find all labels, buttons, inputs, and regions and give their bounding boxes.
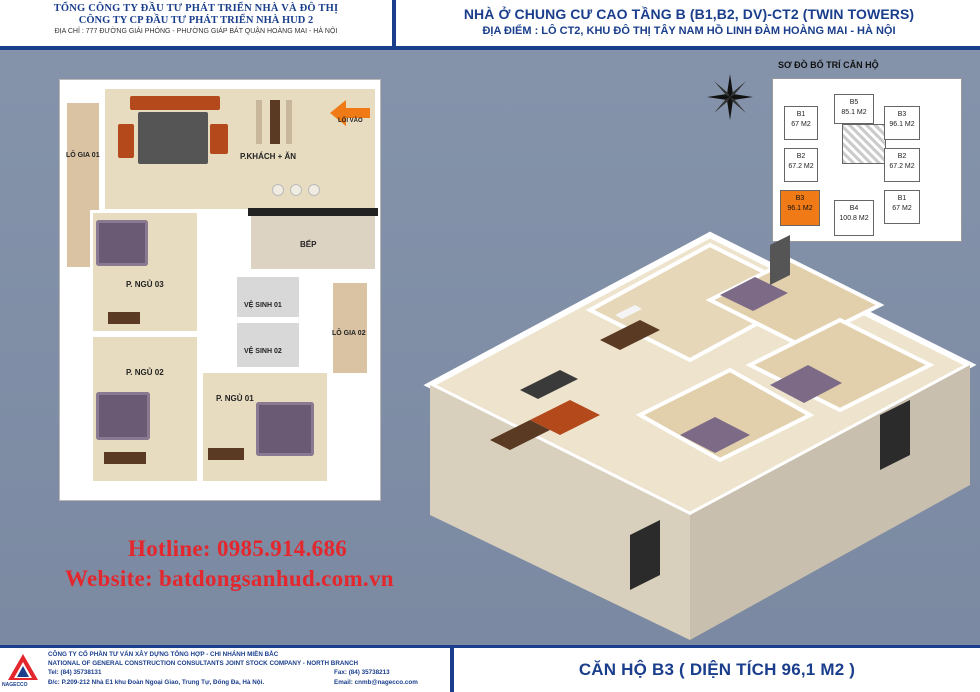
desk-02 [104,452,146,464]
unit-b3-selected: B3 96.1 M2 [780,190,820,226]
header: TỔNG CÔNG TY ĐẦU TƯ PHÁT TRIỂN NHÀ VÀ ĐÔ… [0,0,980,46]
dining-chairs-left [256,100,262,144]
room-lo-gia-02 [330,280,370,376]
unit-map-title: SƠ ĐỒ BỐ TRÍ CĂN HỘ [778,60,879,70]
unit-title: CĂN HỘ B3 ( DIỆN TÍCH 96,1 M2 ) [578,660,856,679]
footer-bar [0,645,980,648]
unit-code: B3 [897,111,907,118]
logo-caption: NAGECCO [2,682,28,688]
label-lo-gia-02: LÔ GIA 02 [332,330,366,337]
consultant-tel: Tel: (84) 35738131 [48,669,102,676]
unit-b5: B5 85.1 M2 [834,94,874,124]
label-ngu-01: P. NGỦ 01 [216,394,254,403]
consultant-fax: Fax: (84) 35738213 [334,669,390,676]
unit-title-block: CĂN HỘ B3 ( DIỆN TÍCH 96,1 M2 ) [454,648,980,692]
label-ve-sinh-01: VỆ SINH 01 [244,302,282,309]
label-ngu-02: P. NGỦ 02 [126,368,164,377]
project-title: NHÀ Ở CHUNG CƯ CAO TẦNG B (B1,B2, DV)-CT… [463,6,915,22]
developer-block: TỔNG CÔNG TY ĐẦU TƯ PHÁT TRIỂN NHÀ VÀ ĐÔ… [0,0,392,46]
developer-line2: CÔNG TY CP ĐẦU TƯ PHÁT TRIỂN NHÀ HUD 2 [78,15,314,26]
sofa-left [118,124,134,158]
consultant-name-en: NATIONAL OF GENERAL CONSTRUCTION CONSULT… [48,660,359,667]
desk-01 [208,448,244,460]
bed-02 [96,392,150,440]
unit-map-core [842,124,886,164]
sofa-top [130,96,220,110]
developer-line1: TỔNG CÔNG TY ĐẦU TƯ PHÁT TRIỂN NHÀ VÀ ĐÔ… [53,3,339,14]
unit-code: B4 [849,205,859,212]
consultant-name-vn: CÔNG TY CỔ PHẦN TƯ VẤN XÂY DỰNG TỔNG HỢP… [48,651,279,658]
unit-code: B1 [897,195,907,202]
unit-b1-bottom-right: B1 67 M2 [884,190,920,224]
bed-01 [256,402,314,456]
unit-b2-right: B2 67.2 M2 [884,148,920,182]
unit-b1-top-left: B1 67 M2 [784,106,818,140]
label-khach-an: P.KHÁCH + ĂN [240,152,297,161]
unit-code: B1 [796,111,806,118]
unit-area: 67.2 M2 [889,163,915,170]
room-lo-gia-01 [64,100,102,270]
hotline-text: Hotline: 0985.914.686 [128,536,348,561]
kitchen-counter [248,208,378,216]
desk-03 [108,312,140,324]
developer-address: ĐỊA CHỈ : 777 ĐƯỜNG GIẢI PHÓNG - PHƯỜNG … [54,28,338,35]
floor-plan-2d: LÔ GIA 01 P.KHÁCH + ĂN LỐI VÀO BẾP P. NG… [60,80,380,500]
unit-area: 96.1 M2 [787,205,813,212]
unit-b3-top-right: B3 96.1 M2 [884,106,920,140]
label-ve-sinh-02: VỆ SINH 02 [244,348,282,355]
apartment-3d-render [423,231,977,640]
dining-chairs-right [286,100,292,144]
unit-area: 85.1 M2 [841,109,867,116]
unit-area: 100.8 M2 [839,215,869,222]
label-loi-vao: LỐI VÀO [338,118,363,124]
unit-code: B2 [796,153,806,160]
bed-03 [96,220,148,266]
header-bar [0,46,980,50]
footer-divider [450,648,454,692]
unit-code: B2 [897,153,907,160]
unit-code: B5 [849,99,859,106]
label-lo-gia-01: LÔ GIA 01 [66,152,100,159]
room-wc-01 [234,274,302,320]
unit-area: 67.2 M2 [788,163,814,170]
project-location: ĐỊA ĐIỂM : LÔ CT2, KHU ĐÔ THỊ TÂY NAM HỒ… [482,25,896,37]
consultant-block: NAGECCO CÔNG TY CỔ PHẦN TƯ VẤN XÂY DỰNG … [0,648,450,692]
unit-code: B3 [795,195,805,202]
project-block: NHÀ Ở CHUNG CƯ CAO TẦNG B (B1,B2, DV)-CT… [398,0,980,46]
header-divider [392,0,396,46]
label-bep: BẾP [300,240,317,249]
unit-layout-map: SƠ ĐỒ BỐ TRÍ CĂN HỘ B1 67 M2 B5 85.1 M2 B3… [760,54,970,244]
nagecco-logo-icon [8,654,38,680]
sofa-right [210,124,228,154]
bar-stool [272,184,284,196]
label-ngu-03: P. NGỦ 03 [126,280,164,289]
unit-area: 67 M2 [892,205,912,212]
unit-area: 96.1 M2 [889,121,915,128]
unit-b4: B4 100.8 M2 [834,200,874,236]
compass-rose-icon [707,74,753,120]
room-wc-02 [234,320,302,370]
unit-b2-left: B2 67.2 M2 [784,148,818,182]
unit-area: 67 M2 [791,121,811,128]
bar-stool [290,184,302,196]
living-rug [138,112,208,164]
consultant-email: Email: cnmb@nagecco.com [334,679,418,686]
website-text: Website: batdongsanhud.com.vn [65,566,394,591]
bar-stool [308,184,320,196]
dining-table [270,100,280,144]
entrance-arrow-icon [330,100,370,126]
consultant-address: Đ/c: P.209-212 Nhà E1 khu Đoàn Ngoại Gia… [48,679,265,686]
